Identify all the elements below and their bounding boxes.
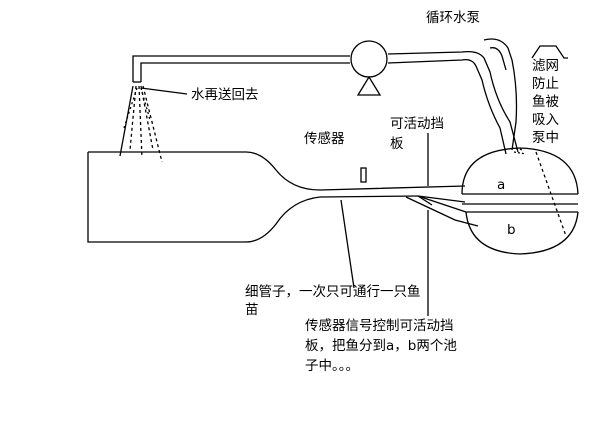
pool-b [465, 211, 579, 255]
pump-label: 循环水泵 [426, 10, 480, 26]
tube-label-2: 苗 [245, 302, 259, 318]
main-tank [87, 151, 466, 243]
pump-icon [350, 40, 388, 96]
tube-label-1: 细管子，一次只可通行一只鱼 [245, 283, 421, 300]
return-water-pointer [140, 87, 188, 95]
pool-a [461, 147, 579, 205]
tube-pointer [340, 199, 355, 289]
signal-label-1: 传感器信号控制可活动挡 [305, 317, 454, 334]
return-water-label: 水再送回去 [191, 87, 259, 103]
gate-label-1: 可活动挡 [390, 116, 444, 132]
pool-a-label: a [497, 177, 505, 193]
return-pipe [132, 50, 519, 155]
sensor-icon [360, 167, 367, 183]
filter-label-4: 吸入 [532, 112, 560, 128]
signal-label-2: 板，把鱼分到a，b两个池 [305, 337, 457, 354]
gate-label-2: 板 [390, 136, 404, 152]
filter-label-1: 滤网 [532, 58, 559, 74]
movable-gate [417, 195, 433, 206]
filter-label-bracket [531, 45, 568, 59]
channel-split [405, 195, 479, 227]
pool-b-label: b [507, 222, 516, 238]
pump-inlet-pipe [483, 38, 518, 151]
filter-screen-icon [511, 147, 567, 237]
filter-label-3: 鱼被 [532, 93, 560, 110]
filter-label-2: 防止 [532, 76, 559, 92]
sensor-label: 传感器 [304, 130, 345, 147]
filter-label-5: 泵中 [532, 130, 559, 146]
spray-icon [119, 85, 163, 163]
signal-label-3: 子中。。。 [305, 358, 359, 374]
